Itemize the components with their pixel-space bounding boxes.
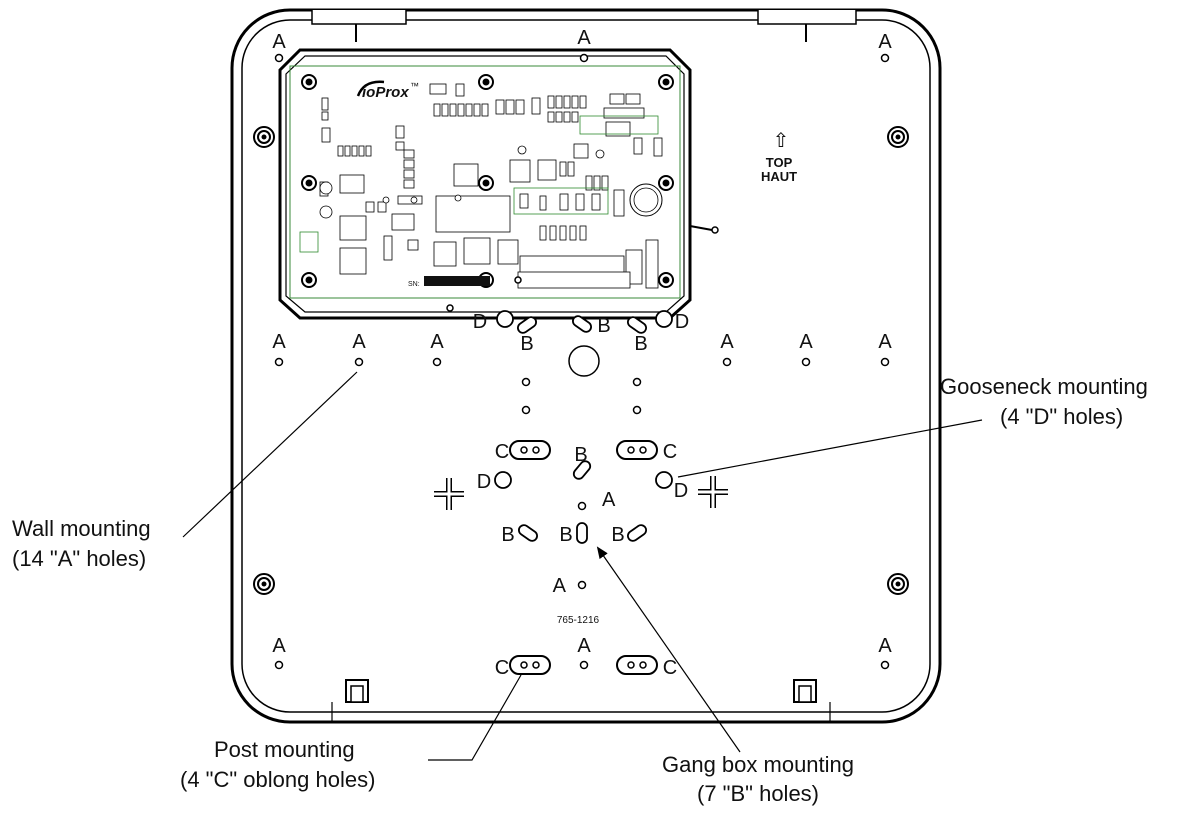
hole-label-a: A xyxy=(430,331,444,353)
d-hole: D xyxy=(477,471,512,493)
up-arrow-icon: ⇧ xyxy=(773,130,790,152)
top-label: TOP xyxy=(766,155,793,170)
pcb-brand: ioProx xyxy=(362,84,409,101)
top-direction-marker: ⇧ TOP HAUT xyxy=(761,130,797,184)
hole-label-b: B xyxy=(501,524,514,546)
hole-label-c: C xyxy=(495,657,509,679)
pcb-brand-tm: ™ xyxy=(410,81,419,91)
a-hole: A xyxy=(553,575,587,597)
wall-callout-line2: (14 "A" holes) xyxy=(12,546,146,571)
a-hole: A xyxy=(878,31,892,63)
d-hole: D xyxy=(655,310,689,333)
callout-gang: Gang box mounting (7 "B" holes) xyxy=(596,546,854,806)
a-holes: A A A A A A A A A A A A A A xyxy=(272,27,892,670)
hole-label-c: C xyxy=(663,657,677,679)
d-hole: D xyxy=(473,310,514,333)
hole-label-a: A xyxy=(720,331,734,353)
b-hole: B xyxy=(572,315,611,337)
b-hole: B xyxy=(572,444,592,480)
gang-callout-line1: Gang box mounting xyxy=(662,752,854,777)
b-hole: B xyxy=(611,524,647,546)
hole-label-b: B xyxy=(520,333,533,355)
b-hole: B xyxy=(627,316,648,355)
pcb-board: ioProx ™ xyxy=(278,48,719,320)
a-hole: A xyxy=(799,331,813,367)
hole-label-a: A xyxy=(878,31,892,53)
hole-label-a: A xyxy=(352,331,366,353)
b-hole: B xyxy=(517,316,537,355)
a-hole: A xyxy=(272,31,286,63)
d-hole: D xyxy=(655,471,688,502)
d-holes: D D D D xyxy=(473,310,689,502)
center-cable-hole xyxy=(568,345,600,377)
hole-label-b: B xyxy=(611,524,624,546)
a-hole: A xyxy=(272,331,286,367)
gang-callout-line2: (7 "B" holes) xyxy=(697,781,819,806)
screw-boss xyxy=(253,573,275,595)
b-hole: B xyxy=(559,522,588,546)
pcb-sn-label: SN: xyxy=(408,281,420,288)
hole-label-d: D xyxy=(473,311,487,333)
hole-label-a: A xyxy=(878,331,892,353)
hole-label-a: A xyxy=(602,489,616,511)
c-hole: C xyxy=(495,440,551,463)
part-number: 765-1216 xyxy=(557,615,600,626)
crosshair-icon xyxy=(698,476,728,508)
haut-label: HAUT xyxy=(761,169,797,184)
a-hole: A xyxy=(577,489,616,511)
a-hole: A xyxy=(577,27,591,63)
hole-label-c: C xyxy=(495,441,509,463)
b-hole: B xyxy=(501,524,538,546)
screw-bosses xyxy=(253,126,909,595)
a-hole: A xyxy=(352,331,366,367)
c-hole: C xyxy=(616,655,677,679)
wall-callout-line1: Wall mounting xyxy=(12,516,151,541)
hole-label-a: A xyxy=(272,31,286,53)
callout-wall: Wall mounting (14 "A" holes) xyxy=(12,371,358,571)
hole-label-a: A xyxy=(577,635,591,657)
hole-label-d: D xyxy=(477,471,491,493)
a-hole: A xyxy=(577,635,591,670)
crosshair-icon xyxy=(434,478,464,510)
a-hole: A xyxy=(272,635,286,670)
callout-post: Post mounting (4 "C" oblong holes) xyxy=(180,674,522,792)
a-hole: A xyxy=(430,331,444,367)
c-holes: C C C C xyxy=(495,440,677,679)
hole-label-d: D xyxy=(674,480,688,502)
screw-boss xyxy=(887,573,909,595)
post-callout-line2: (4 "C" oblong holes) xyxy=(180,767,375,792)
hole-label-a: A xyxy=(553,575,567,597)
a-hole: A xyxy=(878,635,892,670)
a-hole: A xyxy=(878,331,892,367)
center-features xyxy=(434,345,728,510)
hole-label-a: A xyxy=(799,331,813,353)
c-hole: C xyxy=(616,440,677,463)
post-callout-line1: Post mounting xyxy=(214,737,355,762)
hole-label-b: B xyxy=(634,333,647,355)
hole-label-a: A xyxy=(878,635,892,657)
hole-label-a: A xyxy=(577,27,591,49)
b-holes: B B B B B B B xyxy=(501,315,648,546)
hole-label-c: C xyxy=(663,441,677,463)
c-hole: C xyxy=(495,655,551,679)
screw-boss xyxy=(253,126,275,148)
hole-label-b: B xyxy=(574,444,587,466)
gooseneck-callout-line2: (4 "D" holes) xyxy=(1000,404,1123,429)
gooseneck-callout-line1: Gooseneck mounting xyxy=(940,374,1148,399)
callout-gooseneck: Gooseneck mounting (4 "D" holes) xyxy=(677,374,1148,478)
serial-number-barcode xyxy=(424,276,490,286)
hole-label-d: D xyxy=(675,311,689,333)
a-hole: A xyxy=(720,331,734,367)
hole-label-a: A xyxy=(272,331,286,353)
hole-label-a: A xyxy=(272,635,286,657)
screw-boss xyxy=(887,126,909,148)
hole-label-b: B xyxy=(559,524,572,546)
logo-swoosh-icon xyxy=(356,80,385,97)
hole-label-b: B xyxy=(597,315,610,337)
